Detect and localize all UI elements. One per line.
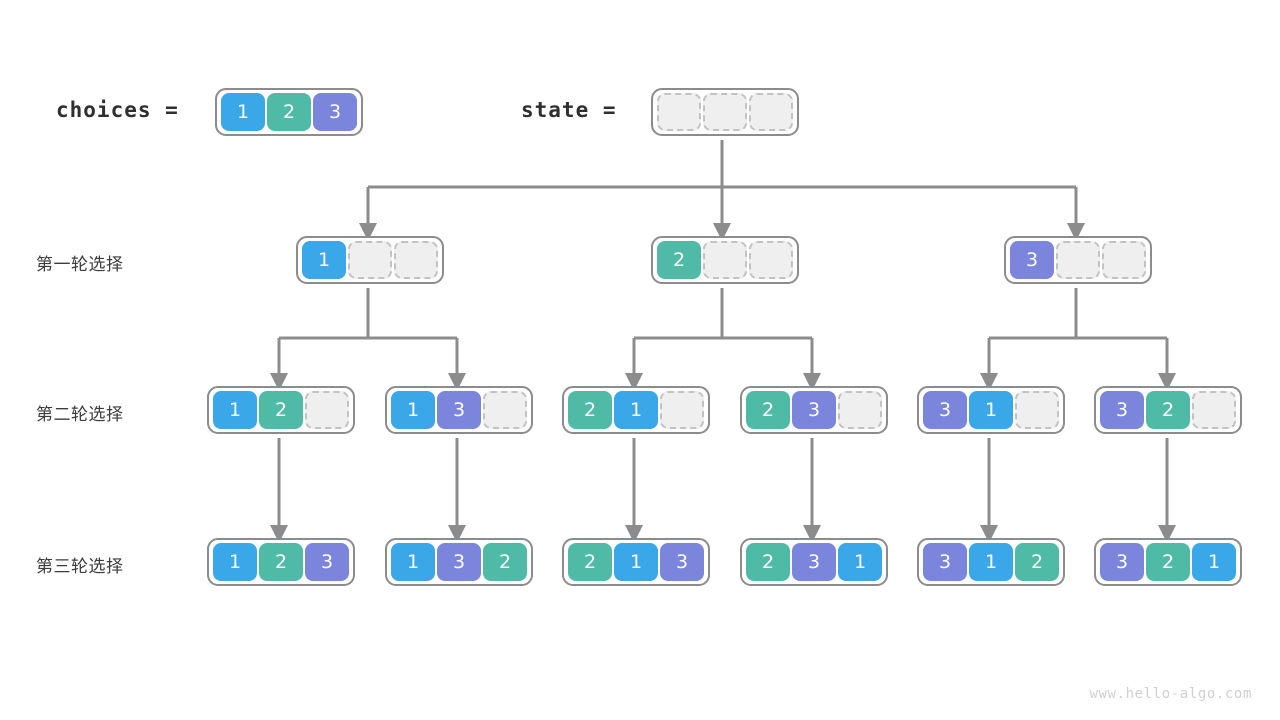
r3c5-cell-2: 2 bbox=[1015, 543, 1059, 581]
r3c5-cell-1: 1 bbox=[969, 543, 1013, 581]
r1c3-cell-3: 3 bbox=[1010, 241, 1054, 279]
r2c3-cell-2: 2 bbox=[568, 391, 612, 429]
r3c2-cell-2: 2 bbox=[483, 543, 527, 581]
state-array bbox=[651, 88, 799, 136]
r2c5-cell-3: 3 bbox=[923, 391, 967, 429]
r2c2-cell-1: 1 bbox=[391, 391, 435, 429]
r2c2-cell-empty bbox=[483, 391, 527, 429]
r3c1-cell-1: 1 bbox=[213, 543, 257, 581]
choices-cell-1: 1 bbox=[221, 93, 265, 131]
state-label: state = bbox=[521, 98, 617, 122]
node-array-r1-c3: 3 bbox=[1004, 236, 1152, 284]
r2c4-cell-3: 3 bbox=[792, 391, 836, 429]
node-array-r1-c2: 2 bbox=[651, 236, 799, 284]
r2c4-cell-empty bbox=[838, 391, 882, 429]
row-label-round-1: 第一轮选择 bbox=[36, 255, 124, 275]
r3c6-cell-2: 2 bbox=[1146, 543, 1190, 581]
r3c4-cell-3: 3 bbox=[792, 543, 836, 581]
r3c4-cell-2: 2 bbox=[746, 543, 790, 581]
r3c1-cell-2: 2 bbox=[259, 543, 303, 581]
choices-cell-2: 2 bbox=[267, 93, 311, 131]
choices-cell-3: 3 bbox=[313, 93, 357, 131]
r3c3-cell-1: 1 bbox=[614, 543, 658, 581]
r2c4-cell-2: 2 bbox=[746, 391, 790, 429]
r3c2-cell-1: 1 bbox=[391, 543, 435, 581]
row-label-round-3: 第三轮选择 bbox=[36, 557, 124, 577]
r1c2-cell-empty bbox=[703, 241, 747, 279]
r1c3-cell-empty bbox=[1056, 241, 1100, 279]
r1c2-cell-2: 2 bbox=[657, 241, 701, 279]
r2c5-cell-empty bbox=[1015, 391, 1059, 429]
r2c6-cell-empty bbox=[1192, 391, 1236, 429]
r3c1-cell-3: 3 bbox=[305, 543, 349, 581]
row-label-round-2: 第二轮选择 bbox=[36, 405, 124, 425]
state-cell-empty bbox=[657, 93, 701, 131]
r2c6-cell-2: 2 bbox=[1146, 391, 1190, 429]
r1c2-cell-empty bbox=[749, 241, 793, 279]
r3c4-cell-1: 1 bbox=[838, 543, 882, 581]
node-array-r1-c1: 1 bbox=[296, 236, 444, 284]
r2c3-cell-1: 1 bbox=[614, 391, 658, 429]
r1c1-cell-empty bbox=[348, 241, 392, 279]
r2c3-cell-empty bbox=[660, 391, 704, 429]
r3c2-cell-3: 3 bbox=[437, 543, 481, 581]
state-cell-empty bbox=[703, 93, 747, 131]
r2c6-cell-3: 3 bbox=[1100, 391, 1144, 429]
r3c3-cell-2: 2 bbox=[568, 543, 612, 581]
r3c6-cell-1: 1 bbox=[1192, 543, 1236, 581]
r2c1-cell-empty bbox=[305, 391, 349, 429]
r3c5-cell-3: 3 bbox=[923, 543, 967, 581]
r1c1-cell-1: 1 bbox=[302, 241, 346, 279]
state-cell-empty bbox=[749, 93, 793, 131]
r1c1-cell-empty bbox=[394, 241, 438, 279]
r1c3-cell-empty bbox=[1102, 241, 1146, 279]
r2c2-cell-3: 3 bbox=[437, 391, 481, 429]
r3c3-cell-3: 3 bbox=[660, 543, 704, 581]
watermark: www.hello-algo.com bbox=[1089, 686, 1252, 702]
r2c1-cell-1: 1 bbox=[213, 391, 257, 429]
choices-label: choices = bbox=[56, 98, 179, 122]
r2c5-cell-1: 1 bbox=[969, 391, 1013, 429]
r3c6-cell-3: 3 bbox=[1100, 543, 1144, 581]
r2c1-cell-2: 2 bbox=[259, 391, 303, 429]
